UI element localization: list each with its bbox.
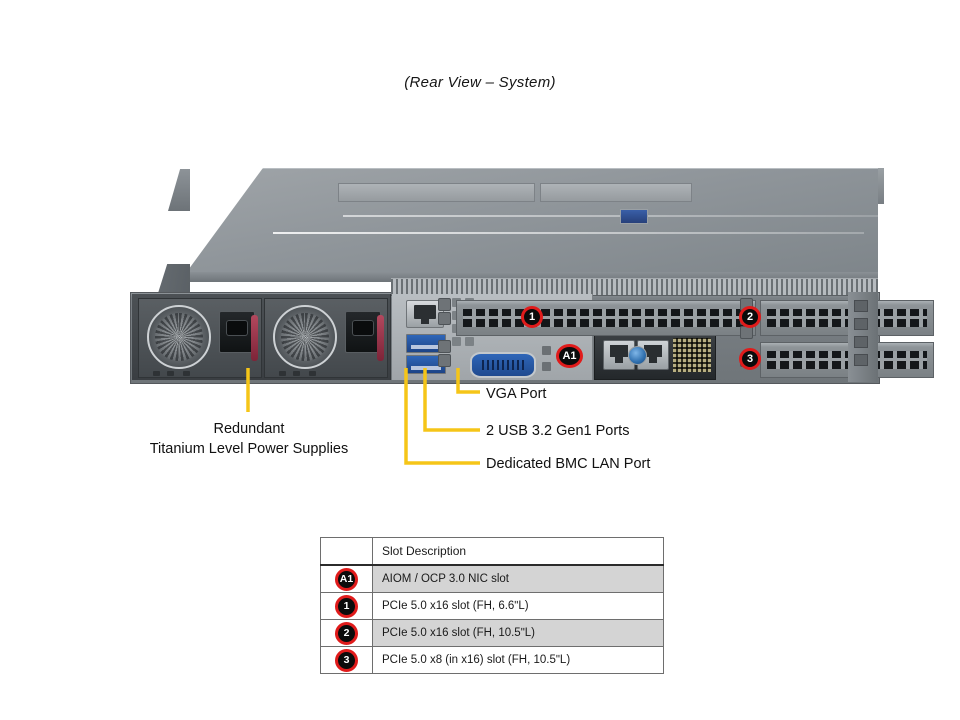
psu-status-led — [183, 371, 190, 376]
captive-thumbscrew — [628, 346, 647, 365]
slot-mesh — [463, 309, 749, 327]
psu-status-led — [167, 371, 174, 376]
psu-release-handle — [251, 315, 258, 361]
psu-fan-icon — [273, 305, 337, 369]
chassis-cover-lip — [183, 272, 878, 282]
psu-status-led — [309, 371, 316, 376]
bmc-lan-port-icon — [406, 300, 444, 328]
chassis-label-plate-right — [540, 183, 692, 202]
table-row: 3 PCIe 5.0 x8 (in x16) slot (FH, 10.5ʺL) — [320, 646, 664, 674]
aiom-vent-grid — [673, 338, 711, 372]
image-badge-slot-3: 3 — [739, 348, 761, 370]
row-description-cell: PCIe 5.0 x16 slot (FH, 10.5ʺL) — [372, 619, 664, 647]
slot-description-table: Slot Description A1 AIOM / OCP 3.0 NIC s… — [320, 537, 664, 674]
pcie-slot-bracket-1 — [456, 300, 756, 336]
row-description-cell: AIOM / OCP 3.0 NIC slot — [372, 564, 664, 593]
slot-mesh — [767, 351, 927, 369]
table-row: 2 PCIe 5.0 x16 slot (FH, 10.5ʺL) — [320, 619, 664, 647]
psu-power-connector — [345, 311, 381, 353]
row-description-cell: PCIe 5.0 x8 (in x16) slot (FH, 10.5ʺL) — [372, 646, 664, 674]
usb-port-upper-icon — [406, 334, 446, 353]
callout-usb-label: 2 USB 3.2 Gen1 Ports — [486, 423, 630, 439]
psu-status-led — [279, 371, 286, 376]
callout-bmc-label: Dedicated BMC LAN Port — [486, 456, 651, 472]
row-badge-cell: 2 — [320, 619, 373, 647]
table-row: A1 AIOM / OCP 3.0 NIC slot — [320, 564, 664, 593]
psu-status-led — [293, 371, 300, 376]
rack-ear-left — [168, 169, 190, 211]
slot-retention-tabs — [438, 296, 451, 378]
power-supply-bay — [132, 294, 391, 380]
psu-fan-icon — [147, 305, 211, 369]
chassis-release-tab — [620, 209, 648, 224]
table-header-row: Slot Description — [320, 537, 664, 566]
vga-port-icon — [470, 352, 536, 378]
chassis-label-plate-left — [338, 183, 535, 202]
image-badge-slot-2: 2 — [739, 306, 761, 328]
table-row: 1 PCIe 5.0 x16 slot (FH, 6.6ʺL) — [320, 592, 664, 620]
chassis-cover-seam — [343, 215, 878, 217]
row-badge-cell: A1 — [320, 564, 373, 593]
slot-badge-2: 2 — [335, 621, 358, 645]
row-badge-cell: 1 — [320, 592, 373, 620]
callout-psu-line1: Redundant — [213, 421, 285, 437]
header-badge-cell — [320, 537, 373, 566]
row-badge-cell: 3 — [320, 646, 373, 674]
header-description-cell: Slot Description — [372, 537, 664, 566]
psu-release-handle — [377, 315, 384, 361]
server-rear-illustration: 1 2 3 A1 — [108, 160, 934, 385]
vga-pins — [482, 360, 524, 370]
aiom-ocp-nic-module — [594, 332, 716, 380]
chassis-right-edge — [848, 292, 878, 382]
power-supply-module-2 — [264, 298, 388, 378]
slot-badge-3: 3 — [335, 648, 358, 672]
ventilation-grille — [391, 278, 878, 296]
image-badge-slot-a1: A1 — [556, 344, 583, 368]
pcie-slot-bracket-2 — [760, 300, 934, 336]
power-supply-module-1 — [138, 298, 262, 378]
callout-vga-label: VGA Port — [486, 386, 547, 402]
slot-mesh — [767, 309, 927, 327]
callout-psu-line2: Titanium Level Power Supplies — [149, 441, 349, 457]
row-description-cell: PCIe 5.0 x16 slot (FH, 6.6ʺL) — [372, 592, 664, 620]
image-badge-slot-1: 1 — [521, 306, 543, 328]
slot-badge-a1: A1 — [335, 567, 358, 591]
page-title: (Rear View – System) — [404, 74, 556, 91]
pcie-slot-bracket-3 — [760, 342, 934, 378]
psu-status-led — [153, 371, 160, 376]
psu-power-connector — [219, 311, 255, 353]
chassis-top-cover — [183, 168, 878, 277]
slot-badge-1: 1 — [335, 594, 358, 618]
